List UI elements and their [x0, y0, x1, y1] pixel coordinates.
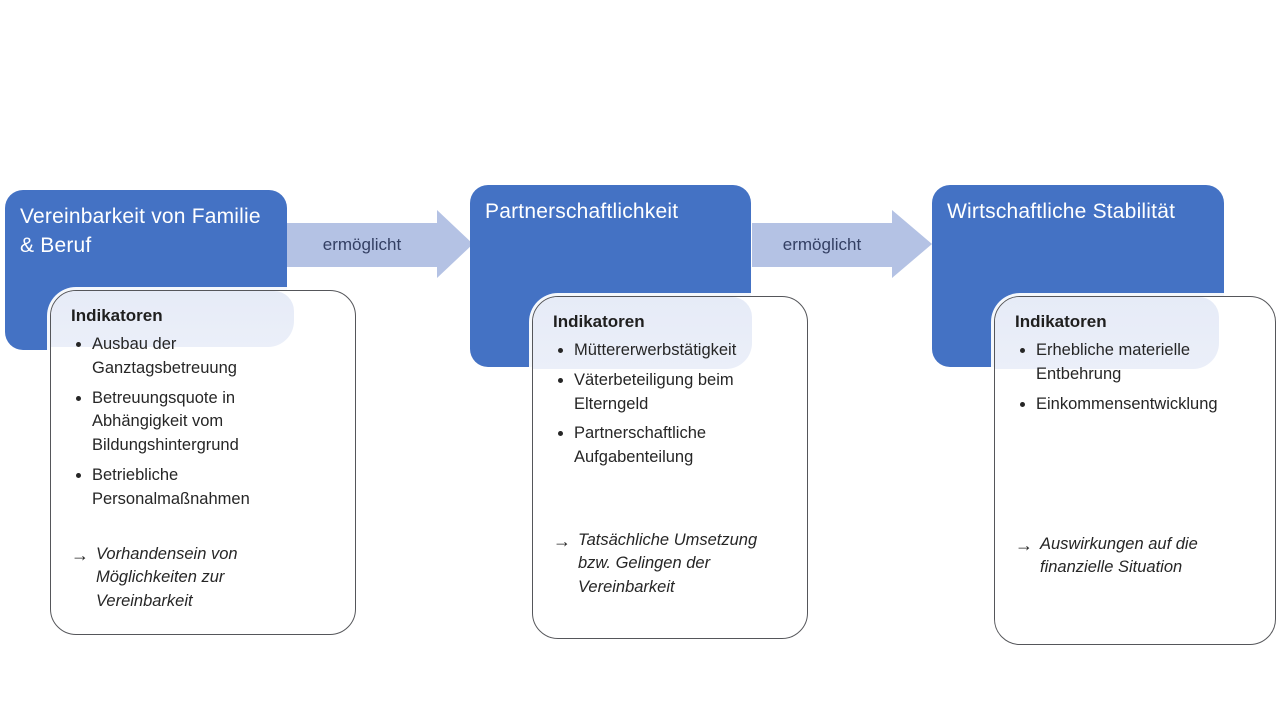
indicator-item: Erhebliche materielle Entbehrung	[1036, 339, 1252, 387]
indicator-item: Väterbeteiligung beim Elterngeld	[574, 369, 778, 417]
indicator-list: Erhebliche materielle Entbehrung Einkomm…	[1015, 339, 1252, 416]
card-content: Indikatoren Ausbau der Ganztagsbetreuung…	[51, 291, 355, 511]
indicator-item: Partnerschaftliche Aufgabenteilung	[574, 422, 778, 470]
outcome-text: Auswirkungen auf die finanzielle Situati…	[1040, 535, 1198, 577]
outcome-note: → Tatsächliche Umsetzung bzw. Gelingen d…	[553, 529, 778, 599]
arrow-label: ermöglicht	[322, 235, 402, 254]
card-header-label: Indikatoren	[553, 312, 645, 331]
indicator-list: Ausbau der Ganztagsbetreuung Betreuungsq…	[71, 333, 271, 511]
card-header-band	[995, 297, 1219, 369]
concept-box-title: Partnerschaftlichkeit	[485, 200, 679, 223]
indicator-item: Ausbau der Ganztagsbetreuung	[92, 333, 271, 381]
concept-box-title: Vereinbarkeit von Familie & Beruf	[20, 205, 261, 257]
indicator-item: Müttererwerbstätigkeit	[574, 339, 778, 363]
card-header-band	[533, 297, 753, 369]
arrow-body: ermöglicht	[752, 223, 892, 267]
arrow-body: ermöglicht	[287, 223, 437, 267]
arrow-head-icon	[437, 210, 473, 278]
outcome-text: Vorhandensein von Möglichkeiten zur Vere…	[96, 545, 238, 610]
arrow-label: ermöglicht	[782, 235, 862, 254]
indicator-item: Betriebliche Personalmaßnahmen	[92, 464, 271, 512]
indicator-card-vereinbarkeit: Indikatoren Ausbau der Ganztagsbetreuung…	[50, 290, 356, 635]
arrow-head-icon	[892, 210, 932, 278]
concept-box-title: Wirtschaftliche Stabilität	[947, 200, 1176, 223]
indicator-list: Müttererwerbstätigkeit Väterbeteiligung …	[553, 339, 778, 470]
indicator-item: Einkommensentwicklung	[1036, 393, 1252, 417]
indicator-item: Betreuungsquote in Abhängigkeit vom Bild…	[92, 387, 271, 458]
card-content: Indikatoren Erhebliche materielle Entbeh…	[995, 297, 1275, 416]
indicator-card-partnerschaftlichkeit: Indikatoren Müttererwerbstätigkeit Väter…	[532, 296, 808, 639]
card-content: Indikatoren Müttererwerbstätigkeit Väter…	[533, 297, 807, 470]
right-arrow-icon: →	[1015, 535, 1033, 555]
card-header-band	[51, 291, 295, 347]
card-header-label: Indikatoren	[71, 306, 163, 325]
card-header-label: Indikatoren	[1015, 312, 1107, 331]
outcome-text: Tatsächliche Umsetzung bzw. Gelingen der…	[578, 531, 758, 596]
right-arrow-icon: →	[553, 531, 571, 551]
outcome-note: → Vorhandensein von Möglichkeiten zur Ve…	[71, 543, 256, 613]
outcome-note: → Auswirkungen auf die finanzielle Situa…	[1015, 533, 1225, 580]
indicator-card-wirtschaftliche-stabilitaet: Indikatoren Erhebliche materielle Entbeh…	[994, 296, 1276, 645]
right-arrow-icon: →	[71, 545, 89, 565]
